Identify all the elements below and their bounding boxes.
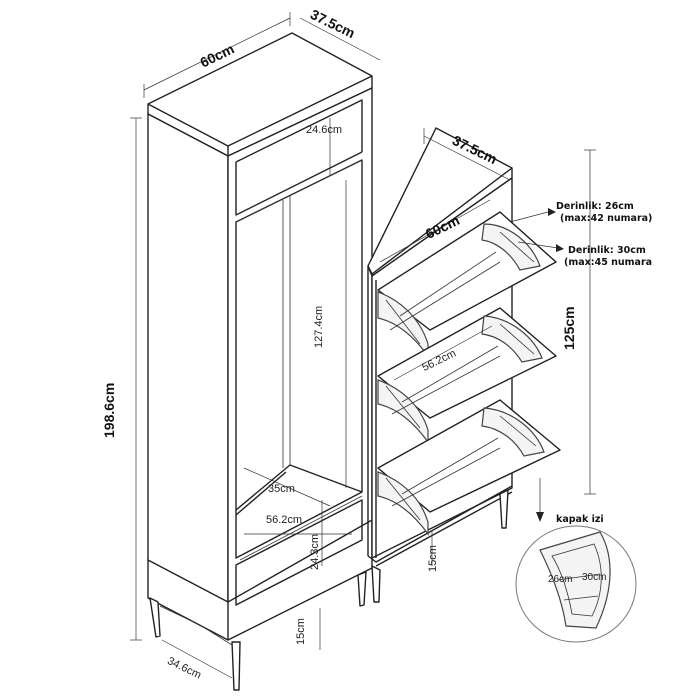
- tall-cabinet-leg-front-left: [149, 597, 161, 638]
- shoe-flap-top: [377, 211, 557, 358]
- label-tall-bottom-depth: 35cm: [268, 483, 295, 495]
- shoe-cabinet: [367, 127, 561, 603]
- detail-depth-a: 26cm: [548, 574, 572, 585]
- depth-note-1-line2: (max:42 numara): [560, 213, 652, 224]
- tall-cabinet-drawer: [235, 499, 363, 606]
- kapak-izi-detail: [515, 525, 637, 643]
- label-tall-inner-width: 56.2cm: [266, 514, 302, 526]
- detail-depth-b: 30cm: [582, 572, 606, 583]
- tall-cabinet-front: [147, 113, 229, 603]
- detail-title: kapak izi: [556, 514, 604, 525]
- label-tall-top-shelf: 24.6cm: [306, 124, 342, 136]
- depth-note-1-line1: Derinlik: 26cm: [556, 201, 634, 212]
- label-tall-drawer-height: 24.3cm: [309, 534, 321, 570]
- shoe-flap-bottom: [377, 399, 561, 536]
- label-shoe-leg-height: 15cm: [427, 545, 439, 572]
- kapak-izi-rack: [539, 531, 611, 629]
- label-tall-leg-height: 15cm: [295, 618, 307, 645]
- label-tall-height: 198.6cm: [101, 383, 117, 438]
- label-tall-depth: 37.5cm: [308, 6, 358, 41]
- shoe-flap-middle: [377, 307, 557, 444]
- dimension-lines: [130, 12, 596, 679]
- tall-cabinet-leg-back-right: [357, 571, 367, 607]
- depth-note-2-line1: Derinlik: 30cm: [568, 245, 646, 256]
- shoe-cabinet-top: [367, 127, 513, 277]
- label-tall-inner-height: 127.4cm: [313, 306, 325, 348]
- depth-note-arrows: [509, 208, 564, 522]
- shoe-cabinet-leg-front: [371, 565, 381, 603]
- shoe-cabinet-leg-back: [499, 489, 509, 529]
- tall-cabinet: [147, 32, 373, 691]
- depth-note-2-line2: (max:45 numara: [564, 257, 652, 268]
- tall-cabinet-leg-front-right: [231, 641, 241, 691]
- label-shoe-height: 125cm: [561, 306, 577, 350]
